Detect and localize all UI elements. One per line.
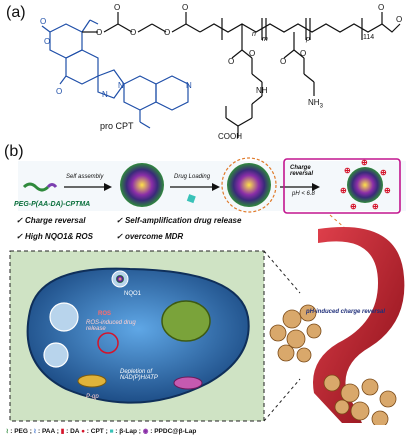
ammonium-label: NH3 — [308, 98, 323, 110]
svg-text:O: O — [114, 3, 120, 12]
legend: ≀ : PEG ; ≀ : PAA ; ▮ : DA ● : CPT ; ■ :… — [6, 428, 197, 435]
feature-self-amplification: ✓ Self-amplification drug release — [116, 216, 242, 225]
legend-cpt-icon: ● — [81, 428, 85, 435]
svg-text:O: O — [44, 37, 50, 46]
svg-text:⊕: ⊕ — [340, 186, 347, 195]
amide-nh-label: NH — [256, 86, 268, 95]
pgp-label: P-gp — [86, 394, 99, 400]
atom-labels: O O O O O O O O O O O O O O N N N — [40, 3, 402, 99]
svg-text:O: O — [300, 49, 306, 58]
feature-high-nqo1-ros: ✓ High NQO1& ROS — [16, 232, 93, 241]
svg-text:O: O — [396, 15, 402, 24]
cooh-label: COOH — [218, 132, 242, 141]
svg-text:O: O — [378, 3, 384, 12]
legend-ppdc-icon: ◉ — [142, 428, 149, 435]
legend-peg-icon: ≀ — [6, 428, 9, 435]
drug-loaded-micelle-icon — [227, 163, 271, 207]
nqo1-label: NQO1 — [124, 291, 142, 297]
subscript-m: m — [262, 36, 268, 43]
pro-cpt-label: pro CPT — [100, 121, 134, 131]
svg-text:O: O — [164, 28, 170, 37]
svg-text:⊕: ⊕ — [384, 186, 391, 195]
svg-text:⊕: ⊕ — [372, 202, 379, 211]
svg-text:O: O — [228, 57, 234, 66]
svg-text:O: O — [40, 17, 46, 26]
legend-da-icon: ▮ — [60, 428, 65, 435]
panel-b-schematic: (b) — [0, 143, 409, 440]
svg-text:N: N — [102, 90, 108, 99]
svg-text:O: O — [182, 3, 188, 12]
charge-reversal-arrow-label: Charge reversal — [290, 165, 314, 177]
subscript-114: 114 — [363, 34, 375, 41]
endosome-icon — [49, 302, 79, 332]
charge-reversal-box — [283, 158, 401, 214]
svg-text:O: O — [96, 28, 102, 37]
legend-paa-icon: ≀ — [33, 428, 37, 435]
svg-text:⊕: ⊕ — [350, 202, 357, 211]
ph-induced-reversal-label: pH-induced charge reversal — [306, 309, 386, 315]
polymer-chain-icon — [22, 182, 50, 192]
svg-text:O: O — [56, 87, 62, 96]
feature-charge-reversal: ✓ Charge reversal — [16, 216, 86, 225]
legend-strip — [2, 425, 407, 439]
svg-text:O: O — [280, 57, 286, 66]
subscript-n: n — [252, 31, 256, 38]
ros-label: ROS — [98, 311, 112, 317]
polymer-backbone — [82, 12, 401, 138]
drug-loading-label: Drug Loading — [174, 174, 211, 180]
ph-condition-label: pH < 6.8 — [292, 191, 315, 197]
feature-overcome-mdr: ✓ overcome MDR — [116, 232, 184, 241]
depletion-label: Depletion of NAD(P)H/ATP — [120, 369, 158, 381]
panel-b-label: (b) — [4, 143, 24, 160]
ros-marker-icon — [97, 332, 119, 354]
panel-a-label: (a) — [6, 4, 26, 21]
blap-crystal-icon — [186, 194, 196, 204]
panel-a-chemical-structure: (a) — [0, 0, 409, 208]
polymer-name-label: PEG-P(AA-DA)-CPTMA — [14, 201, 91, 208]
svg-text:N: N — [118, 81, 124, 90]
svg-text:⊕: ⊕ — [380, 168, 387, 177]
schematic-graphics: ⊕⊕⊕ ⊕⊕⊕⊕ — [2, 157, 407, 439]
mitochondria-icon — [77, 374, 107, 388]
charged-micelle-icon — [347, 167, 383, 203]
svg-text:O: O — [249, 49, 255, 58]
nucleus-icon — [161, 300, 211, 342]
tumor-tissue-icon — [269, 304, 397, 428]
polymer-structure-svg: O O O O O O O O O O O O O O N N N — [40, 3, 402, 138]
micelle-icon — [120, 163, 164, 207]
svg-text:O: O — [130, 28, 136, 37]
positive-charge-icons: ⊕⊕⊕ ⊕⊕⊕⊕ — [340, 158, 391, 211]
camptothecin-rings — [41, 19, 189, 129]
legend-blap-icon: ■ — [109, 428, 114, 435]
blood-vessel-icon — [313, 227, 405, 423]
svg-text:⊕: ⊕ — [361, 158, 368, 167]
svg-text:N: N — [186, 81, 192, 90]
ros-release-label: ROS-induced drug release — [86, 320, 136, 332]
svg-text:⊕: ⊕ — [344, 166, 351, 175]
subscript-p: p — [306, 36, 310, 43]
self-assembly-label: Self assembly — [66, 174, 104, 180]
